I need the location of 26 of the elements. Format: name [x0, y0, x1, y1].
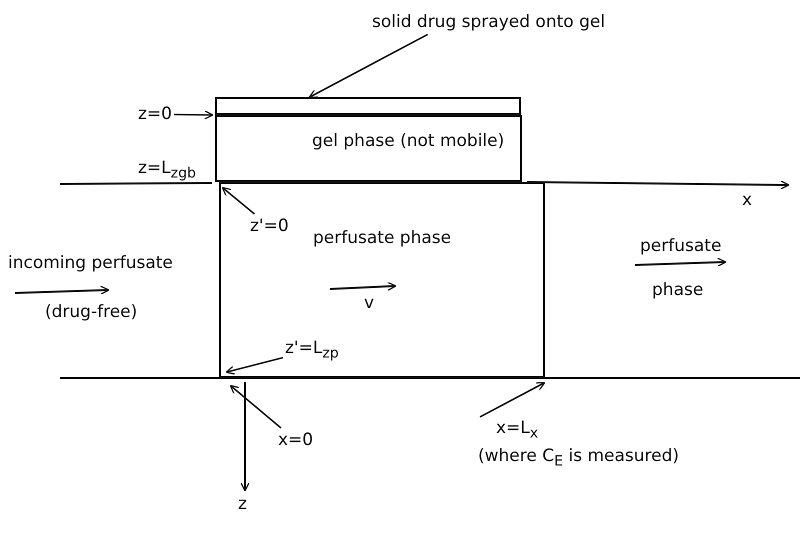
axis-label: z [238, 494, 247, 514]
annotation-label: z'=0 [250, 216, 289, 236]
leader-arrow [174, 110, 214, 120]
text-label: incoming perfusate [8, 253, 173, 274]
drug-layer-box [215, 97, 521, 115]
annotation-label: x=0 [278, 430, 314, 450]
annotation-label: solid drug sprayed onto gel [372, 12, 606, 32]
text-label: perfusate [640, 236, 722, 256]
text-label: z=L$_{zgb}$ [138, 158, 196, 182]
leader-arrow [308, 34, 428, 98]
axis-label: x [742, 190, 752, 210]
text-label: phase [652, 280, 704, 300]
annotation-label: (where C$_{E}$ is measured) [478, 446, 680, 470]
leader-arrow [230, 384, 282, 429]
leader-arrow [480, 382, 546, 418]
region-label: gel phase (not mobile) [312, 131, 504, 152]
leader-arrow [222, 186, 255, 215]
gel-layer-box [215, 115, 522, 182]
text-label: (drug-free) [45, 302, 138, 322]
annotation-label: z'=L$_{zp}$ [285, 338, 339, 362]
leader-arrow [226, 356, 284, 375]
perfusate-channel-box [219, 182, 545, 378]
text-label: v [364, 293, 374, 314]
annotation-label: x=L$_{x}$ [496, 418, 538, 442]
region-label: perfusate phase [313, 228, 452, 248]
annotation-label: z=0 [138, 104, 172, 124]
